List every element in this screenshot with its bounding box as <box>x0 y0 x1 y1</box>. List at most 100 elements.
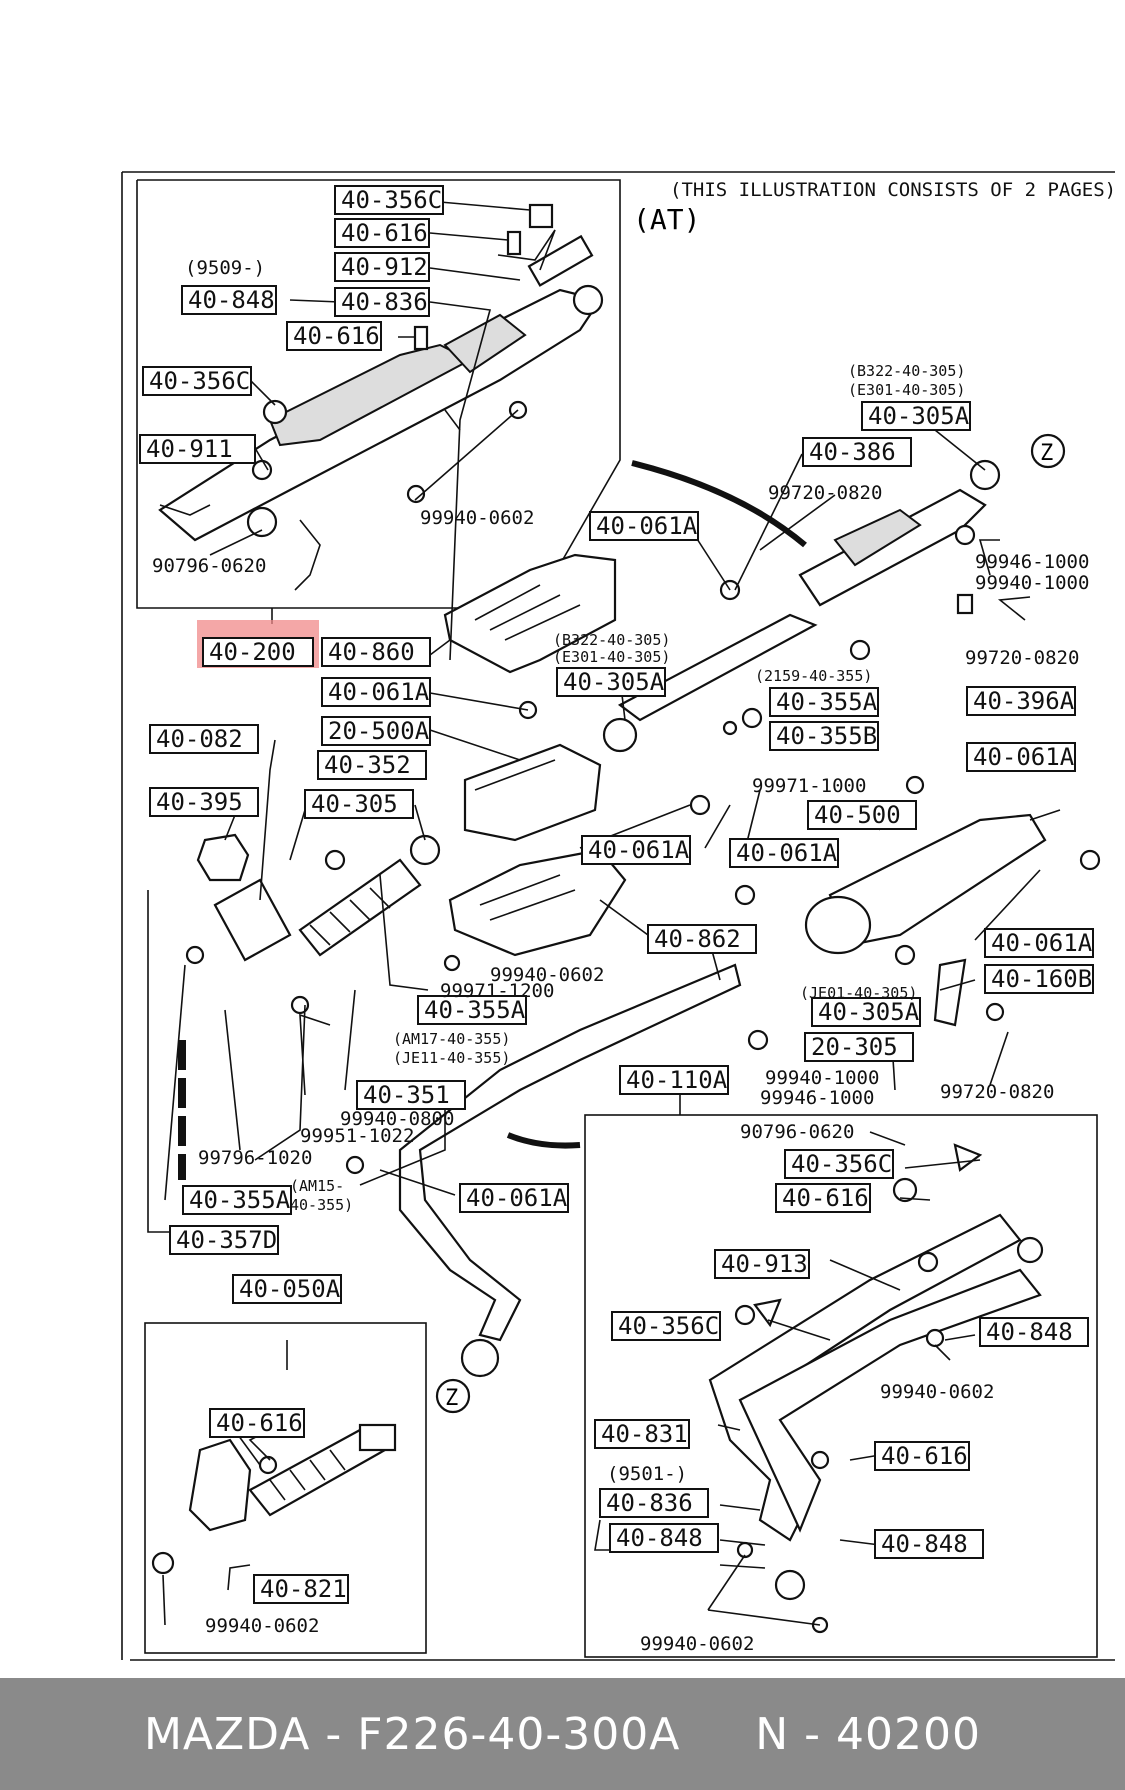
part-label-40-831[interactable]: 40-831 <box>594 1419 690 1449</box>
part-small-note: (B322-40-305) <box>848 362 965 380</box>
part-label-box <box>984 964 1094 994</box>
part-label-text: 40-860 <box>328 638 415 666</box>
part-label-40-061a[interactable]: 40-061A <box>729 838 839 868</box>
part-label-40-061a[interactable]: 40-061A <box>984 928 1094 958</box>
part-label-40-355a[interactable]: 40-355A <box>417 995 527 1025</box>
part-label-40-355b[interactable]: 40-355B <box>769 721 879 751</box>
part-label-40-848[interactable]: 40-848 <box>181 285 277 315</box>
part-label-40-351[interactable]: 40-351 <box>356 1080 466 1110</box>
part-label-40-305a[interactable]: 40-305A <box>556 667 666 697</box>
part-label-box <box>334 287 430 317</box>
part-label-40-160b[interactable]: 40-160B <box>984 964 1094 994</box>
part-label-40-836[interactable]: 40-836 <box>599 1488 709 1518</box>
part-label-box <box>589 511 699 541</box>
part-label-40-616[interactable]: 40-616 <box>209 1408 305 1438</box>
part-label-40-061a[interactable]: 40-061A <box>581 835 691 865</box>
part-label-20-305[interactable]: 20-305 <box>804 1032 914 1062</box>
part-label-text: 40-061A <box>973 743 1075 771</box>
part-label-40-355a[interactable]: 40-355A <box>769 687 879 717</box>
part-label-40-616[interactable]: 40-616 <box>874 1441 970 1471</box>
part-label-40-500[interactable]: 40-500 <box>807 800 917 830</box>
part-label-40-848[interactable]: 40-848 <box>874 1529 984 1559</box>
part-label-40-912[interactable]: 40-912 <box>334 252 430 282</box>
part-label-40-395[interactable]: 40-395 <box>149 787 259 817</box>
part-label-box <box>149 724 259 754</box>
part-label-box <box>611 1311 721 1341</box>
part-notes: (9509-)99940-060290796-062099720-0820999… <box>152 257 1089 1655</box>
part-label-40-200[interactable]: 40-200 <box>202 637 314 667</box>
part-label-40-848[interactable]: 40-848 <box>979 1317 1089 1347</box>
part-note-99940-0602: 99940-0602 <box>490 964 604 986</box>
part-label-40-616[interactable]: 40-616 <box>286 321 382 351</box>
part-label-box <box>594 1419 690 1449</box>
part-label-text: 40-357D <box>176 1226 277 1254</box>
part-label-box <box>169 1225 279 1255</box>
part-label-text: 40-050A <box>239 1275 341 1303</box>
part-label-40-848[interactable]: 40-848 <box>609 1523 719 1553</box>
part-label-text: 40-831 <box>601 1420 688 1448</box>
variant-label: (AT) <box>633 203 700 236</box>
part-label-text: 40-352 <box>324 751 411 779</box>
part-label-text: 40-351 <box>363 1081 450 1109</box>
part-label-box <box>804 1032 914 1062</box>
part-label-text: 40-061A <box>991 929 1093 957</box>
part-label-40-110a[interactable]: 40-110A <box>619 1065 729 1095</box>
part-label-text: 40-848 <box>616 1524 703 1552</box>
part-label-40-305[interactable]: 40-305 <box>304 789 414 819</box>
part-label-text: 20-500A <box>328 717 430 745</box>
part-label-40-356c[interactable]: 40-356C <box>142 366 252 396</box>
part-label-text: 40-836 <box>606 1489 693 1517</box>
part-label-box <box>769 687 879 717</box>
part-label-40-386[interactable]: 40-386 <box>802 437 912 467</box>
part-label-40-911[interactable]: 40-911 <box>139 434 256 464</box>
part-label-text: 40-386 <box>809 438 896 466</box>
part-label-40-061a[interactable]: 40-061A <box>321 677 431 707</box>
part-label-40-061a[interactable]: 40-061A <box>966 742 1076 772</box>
part-label-40-396a[interactable]: 40-396A <box>966 686 1076 716</box>
footer-text: MAZDA - F226-40-300A N - 40200 <box>143 1708 982 1760</box>
part-label-40-821[interactable]: 40-821 <box>253 1574 349 1604</box>
part-label-20-500a[interactable]: 20-500A <box>321 716 431 746</box>
part-label-40-913[interactable]: 40-913 <box>714 1249 810 1279</box>
part-label-40-616[interactable]: 40-616 <box>775 1183 871 1213</box>
part-label-40-356c[interactable]: 40-356C <box>784 1149 894 1179</box>
part-label-text: 40-355A <box>776 688 878 716</box>
part-label-text: 40-848 <box>188 286 275 314</box>
inset-box-bottom-right <box>584 1114 1098 1658</box>
front-pipe-bottom-left <box>151 1423 397 1575</box>
part-label-text: 40-913 <box>721 1250 808 1278</box>
part-label-40-862[interactable]: 40-862 <box>647 924 757 954</box>
part-label-text: 40-911 <box>146 435 233 463</box>
part-label-box <box>232 1274 342 1304</box>
part-label-40-305a[interactable]: 40-305A <box>861 401 971 431</box>
part-label-text: 40-848 <box>881 1530 968 1558</box>
part-label-40-836[interactable]: 40-836 <box>334 287 430 317</box>
part-label-40-355a[interactable]: 40-355A <box>182 1185 292 1215</box>
part-label-text: 40-912 <box>341 253 428 281</box>
part-label-40-860[interactable]: 40-860 <box>321 637 431 667</box>
part-label-40-352[interactable]: 40-352 <box>317 750 427 780</box>
part-label-40-356c[interactable]: 40-356C <box>334 185 444 215</box>
part-label-40-356c[interactable]: 40-356C <box>611 1311 721 1341</box>
part-label-40-050a[interactable]: 40-050A <box>232 1274 342 1304</box>
part-label-box <box>619 1065 729 1095</box>
part-label-text: 40-616 <box>341 219 428 247</box>
part-small-note: (AM17-40-355) <box>393 1030 510 1048</box>
part-label-box <box>139 434 256 464</box>
part-label-40-082[interactable]: 40-082 <box>149 724 259 754</box>
part-label-40-061a[interactable]: 40-061A <box>589 511 699 541</box>
part-note-99940-1000: 99940-1000 <box>975 572 1089 594</box>
inset-box-top <box>136 179 621 609</box>
part-label-40-357d[interactable]: 40-357D <box>169 1225 279 1255</box>
part-label-40-305a[interactable]: 40-305A <box>811 997 921 1027</box>
part-label-box <box>253 1574 349 1604</box>
part-small-note: (B322-40-305) <box>553 631 670 649</box>
part-small-note: 40-355) <box>290 1196 353 1214</box>
part-label-40-616[interactable]: 40-616 <box>334 218 430 248</box>
part-label-box <box>181 285 277 315</box>
part-label-text: 40-200 <box>209 638 296 666</box>
part-label-text: 40-848 <box>986 1318 1073 1346</box>
part-label-40-061a[interactable]: 40-061A <box>459 1183 569 1213</box>
connector-label: Z <box>1040 441 1053 466</box>
part-label-text: 40-356C <box>791 1150 892 1178</box>
